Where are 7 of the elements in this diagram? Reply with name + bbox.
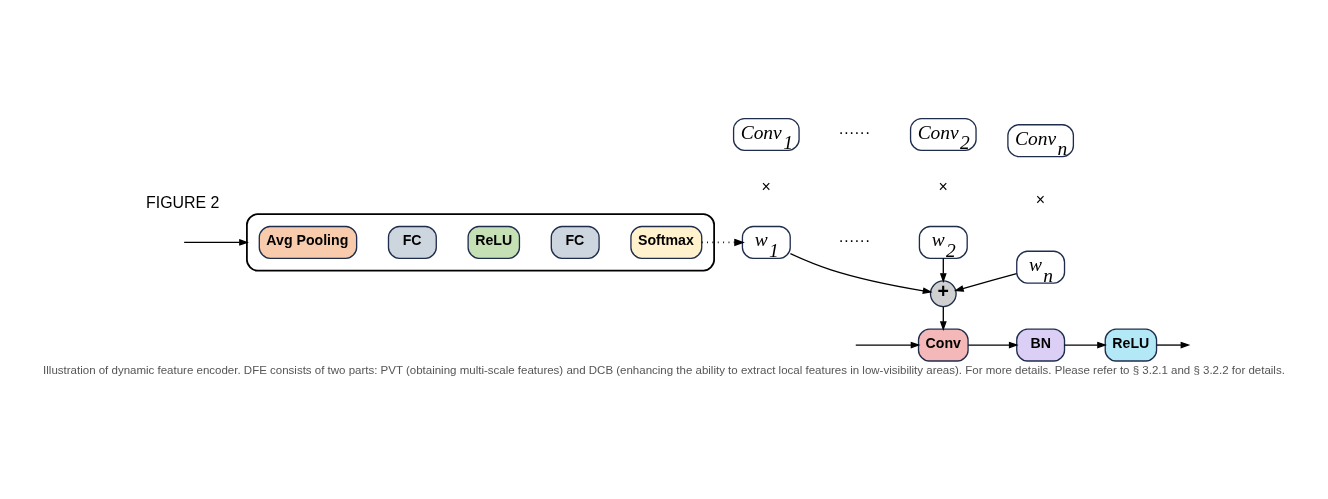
label: × xyxy=(938,178,948,196)
label: FIGURE 2 xyxy=(146,194,220,212)
label: ······ xyxy=(838,232,871,250)
label: × xyxy=(1035,190,1046,208)
caption: Illustration of dynamic feature encoder. DFE consists of two parts: PVT (obtaining multi-scale features) and DCB (enhancing the ability to extract local features in low-visibility areas). For more details. Please refer to § 3.2.1 and § 3.2.2 for details. xyxy=(43,363,1285,376)
label: × xyxy=(761,178,771,196)
label: ······ xyxy=(838,124,871,142)
